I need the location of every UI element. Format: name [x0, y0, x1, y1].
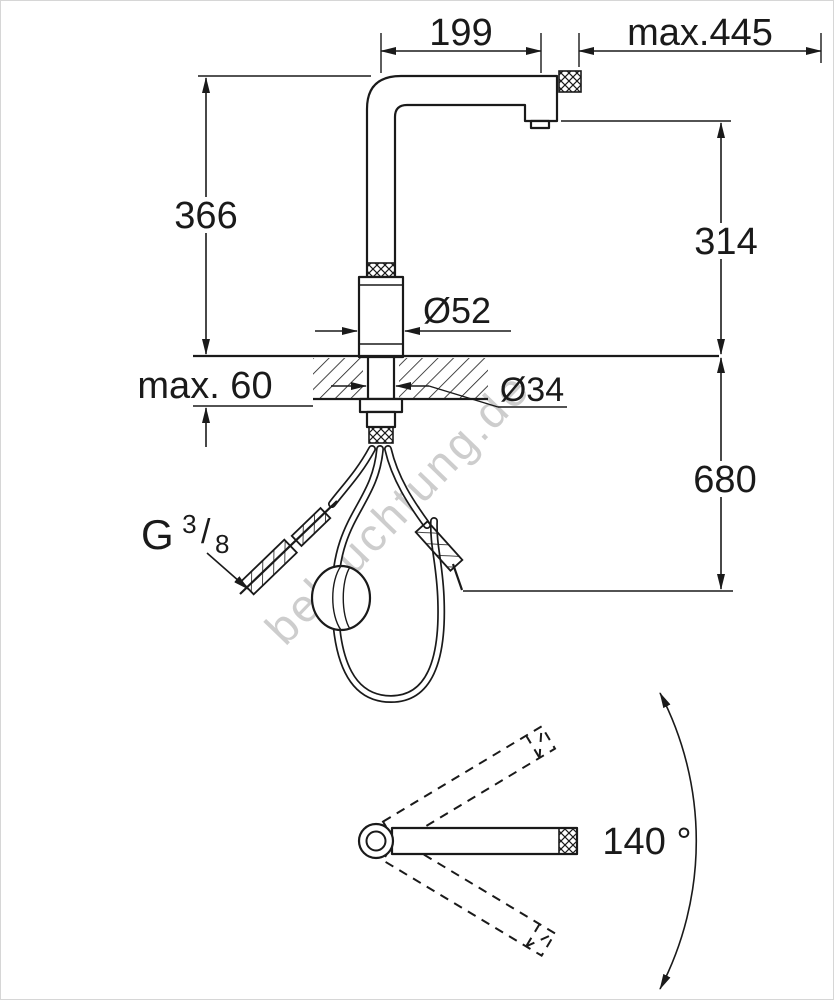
- swivel-angle-label: 140 °: [602, 821, 691, 863]
- dim-199-label: 199: [429, 12, 492, 54]
- swivel-angle-arc: [659, 692, 697, 990]
- thread-denominator: 8: [215, 529, 229, 559]
- dimension-314: 314: [561, 120, 763, 355]
- hose-end-fitting: [414, 520, 464, 572]
- dimension-366: 366: [169, 75, 371, 355]
- dim-max445-label: max.445: [627, 12, 773, 54]
- counter-hatch-right: [399, 358, 488, 399]
- thread-slash: /: [201, 513, 211, 551]
- spout-nozzle: [529, 119, 551, 130]
- hose-end-tail: [451, 563, 464, 591]
- pipe-joint-hatch: [366, 262, 396, 278]
- thread-size-callout: G 3 / 8: [141, 509, 249, 590]
- faucet-spout: [357, 70, 582, 359]
- shaft-joint-hatch: [368, 426, 394, 444]
- dimension-max60: max. 60: [137, 365, 313, 447]
- mounting-nut: [365, 410, 397, 429]
- dim-314-label: 314: [694, 221, 757, 263]
- hose-weight-seam: [332, 565, 342, 631]
- faucet-base-body: [357, 275, 405, 359]
- supply-hose-inner: [329, 446, 375, 507]
- thread-prefix: G: [141, 511, 174, 558]
- dimension-max445: max.445: [578, 12, 822, 67]
- spout-body-outline: [365, 74, 559, 279]
- dimension-diameter-52: Ø52: [315, 290, 511, 335]
- counter-hatch-left: [313, 358, 363, 399]
- dim-680-label: 680: [693, 459, 756, 501]
- swivel-arm-solid: [390, 826, 579, 856]
- under-counter-assembly: [239, 357, 464, 704]
- countertop: [193, 354, 719, 401]
- swivel-range-diagram: 140 °: [357, 692, 697, 990]
- dimension-680: 680: [463, 357, 762, 592]
- thread-numerator: 3: [182, 509, 196, 539]
- g38-fitting-small: [290, 506, 332, 548]
- dim-d52-label: Ø52: [423, 290, 491, 331]
- hose-weight-seam: [342, 566, 351, 630]
- swivel-arm-lower-dashed: [381, 836, 557, 958]
- dimension-diameter-34: Ø34: [331, 371, 567, 409]
- hose-end-segment-inner: [385, 446, 430, 528]
- mounting-washer: [358, 397, 404, 414]
- pullout-hose-loop-inner: [332, 446, 444, 702]
- thread-label: G 3 / 8: [141, 509, 229, 559]
- swivel-pivot-inner: [365, 830, 387, 852]
- spout-end-hatch-marker: [558, 70, 582, 93]
- dim-366-label: 366: [174, 195, 237, 237]
- dimension-199: 199: [380, 12, 542, 73]
- dim-max60-label: max. 60: [137, 365, 272, 407]
- dim-d34-label: Ø34: [500, 371, 564, 409]
- swivel-arm-end-hatch: [558, 827, 578, 855]
- swivel-arm-upper-dashed: [381, 724, 557, 846]
- hose-weight: [310, 564, 372, 632]
